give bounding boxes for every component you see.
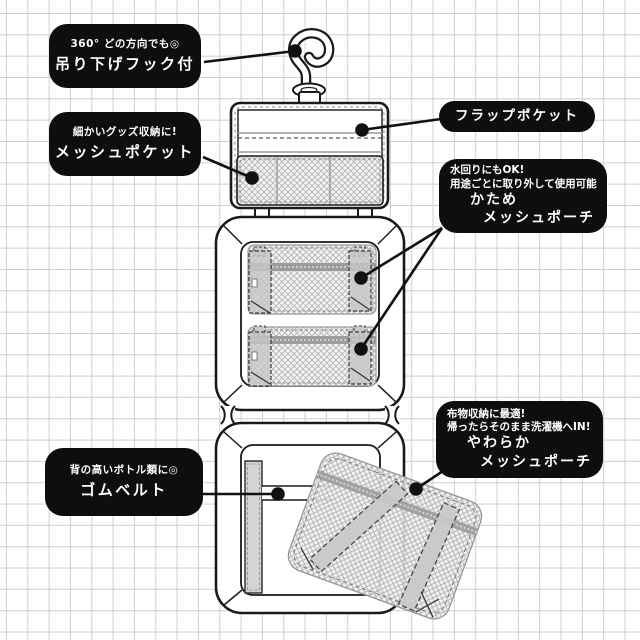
callout-mesh-pocket-note: 細かいグッズ収納に! (72, 126, 178, 139)
callout-firm-pouch-note1: 水回りにもOK! (450, 164, 525, 177)
top-panel-illustration (229, 101, 390, 220)
pointer-dot-mesh-pocket (245, 171, 259, 185)
callout-soft-pouch-title1: やわらか (467, 435, 531, 452)
callout-flap-pocket: フラップポケット (439, 101, 595, 132)
pointer-dot-soft-pouch (409, 482, 423, 496)
firm-mesh-pouch-1 (247, 244, 377, 315)
soft-mesh-pouch-illustration (287, 452, 483, 620)
callout-firm-pouch-title1: かため (470, 191, 518, 208)
callout-soft-pouch-note1: 布物収納に最適! (447, 407, 526, 420)
callout-elastic-belt-title: ゴムベルト (80, 481, 168, 500)
callout-elastic-belt: 背の高いボトル類に◎ ゴムベルト (45, 448, 203, 516)
callout-hanging-hook-note: 360° どの方向でも◎ (70, 38, 180, 51)
callout-soft-pouch-note2: 帰ったらそのまま洗濯機へIN! (447, 421, 591, 433)
callout-mesh-pocket: 細かいグッズ収納に! メッシュポケット (49, 112, 201, 176)
pointer-dot-hook (288, 44, 302, 58)
callout-soft-mesh-pouch: 布物収納に最適! 帰ったらそのまま洗濯機へIN! やわらか メッシュポーチ (436, 401, 603, 478)
callout-soft-pouch-title2: メッシュポーチ (480, 453, 592, 470)
pointer-dot-elastic-belt (271, 487, 285, 501)
hanging-hook-icon (288, 28, 335, 107)
callout-firm-pouch-note2: 用途ごとに取り外して使用可能 (450, 177, 597, 190)
callout-mesh-pocket-title: メッシュポケット (54, 143, 195, 162)
pointer-dot-flap-pocket (355, 123, 369, 137)
callout-hanging-hook-title: 吊り下げフック付 (54, 55, 195, 74)
callout-firm-pouch-title2: メッシュポーチ (483, 210, 595, 227)
firm-mesh-pouch-2 (247, 325, 377, 387)
callout-hanging-hook: 360° どの方向でも◎ 吊り下げフック付 (49, 24, 201, 88)
case-hinge-connectors (220, 405, 400, 425)
leader-lines (202, 44, 444, 501)
callout-elastic-belt-note: 背の高いボトル類に◎ (69, 464, 179, 477)
pointer-dot-firm-pouch-1 (354, 271, 368, 285)
middle-case-illustration (214, 215, 406, 412)
pointer-dot-firm-pouch-2 (354, 342, 368, 356)
mesh-pocket-illustration (236, 155, 384, 206)
callout-firm-mesh-pouch: 水回りにもOK! 用途ごとに取り外して使用可能 かため メッシュポーチ (439, 159, 607, 233)
callout-flap-pocket-title: フラップポケット (455, 108, 579, 125)
